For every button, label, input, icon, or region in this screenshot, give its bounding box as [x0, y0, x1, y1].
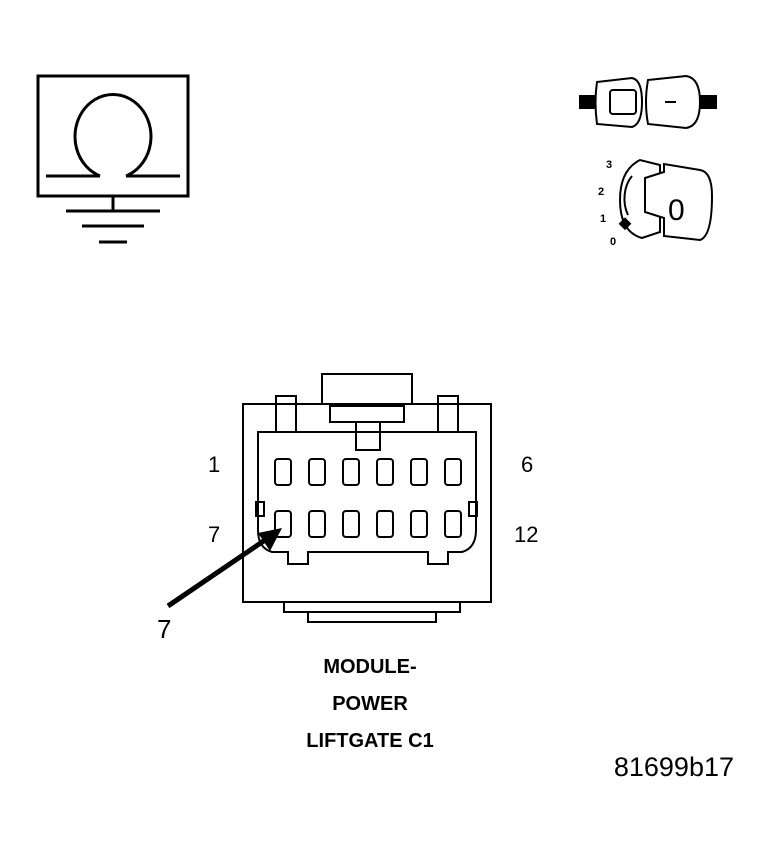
key-position-label: 0	[668, 194, 685, 227]
ohmmeter-icon	[36, 74, 190, 198]
cavity-2	[308, 458, 326, 486]
cavity-4	[376, 458, 394, 486]
cavity-1	[274, 458, 292, 486]
cavity-7	[274, 510, 292, 538]
cavity-9	[342, 510, 360, 538]
connector-title-line-2: POWER	[332, 693, 408, 715]
switch-position-2: 2	[598, 186, 604, 198]
connector-title-line-3: LIFTGATE C1	[306, 730, 434, 752]
pin-label-12: 12	[514, 522, 538, 547]
cavity-10	[376, 510, 394, 538]
switch-position-0: 0	[610, 236, 616, 248]
cavity-11	[410, 510, 428, 538]
cavity-row-bottom	[274, 510, 462, 538]
cavity-3	[342, 458, 360, 486]
ignition-switch-icon: 0 3 2 1 0	[598, 158, 714, 248]
switch-position-3: 3	[606, 159, 612, 171]
cavity-6	[444, 458, 462, 486]
cavity-8	[308, 510, 326, 538]
pointer-label: 7	[157, 614, 171, 644]
figure-id: 81699b17	[613, 752, 734, 782]
pin-label-1: 1	[208, 452, 220, 477]
pin-label-6: 6	[521, 452, 533, 477]
ground-icon	[66, 196, 160, 244]
pin-pointer-arrow	[166, 528, 282, 609]
switch-position-1: 1	[600, 213, 606, 225]
cavity-5	[410, 458, 428, 486]
disconnect-connector-icon	[579, 74, 717, 130]
cavity-row-top	[274, 458, 462, 486]
pin-label-7: 7	[208, 522, 220, 547]
connector-title-line-1: MODULE-	[323, 656, 417, 678]
connector-body	[242, 373, 492, 623]
cavity-12	[444, 510, 462, 538]
